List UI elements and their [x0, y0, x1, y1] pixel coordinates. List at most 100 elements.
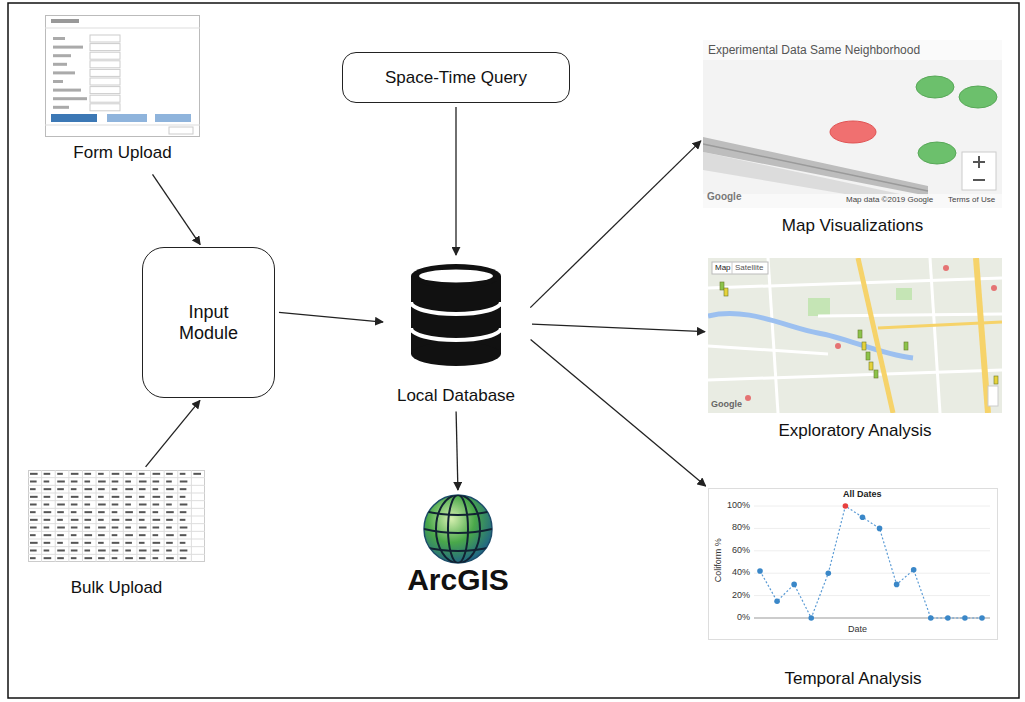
grid-line — [28, 500, 205, 501]
cell-mark — [71, 550, 78, 552]
cell-mark — [125, 488, 133, 490]
cell-mark — [153, 488, 159, 490]
cell-mark — [125, 550, 131, 552]
cell-mark — [44, 488, 52, 490]
input-field — [90, 44, 120, 51]
zoom-control — [962, 152, 996, 190]
street — [708, 370, 1002, 380]
cell-mark — [112, 557, 118, 559]
grid-line — [28, 523, 205, 524]
cell-mark — [153, 504, 160, 506]
chart-screenshot: Temporal Analysis — [708, 488, 998, 691]
figure-frame — [8, 3, 1019, 698]
attribution-strip — [703, 194, 1002, 208]
cell-mark — [166, 534, 174, 536]
grid-line — [28, 539, 205, 540]
cell-mark — [57, 504, 65, 506]
cell-mark — [71, 504, 78, 506]
poi-pin — [745, 395, 751, 401]
road-line — [703, 144, 928, 191]
cell-mark — [84, 496, 91, 498]
cell-mark — [180, 504, 188, 506]
grid-line — [754, 618, 990, 619]
logo-text: ArcGIS — [393, 563, 523, 598]
cell-mark — [153, 473, 161, 475]
cell-mark — [153, 542, 161, 544]
arrow-connector — [146, 400, 200, 467]
data-marker — [724, 288, 728, 296]
cell-mark — [139, 511, 146, 513]
grid-line — [754, 595, 990, 596]
axis-tick: 20% — [718, 590, 750, 600]
cell-mark — [98, 519, 104, 521]
input-field — [90, 95, 120, 102]
arrow-connector — [532, 324, 705, 332]
input-field — [90, 52, 120, 59]
input-field — [90, 35, 120, 42]
database-icon: Local Database — [386, 258, 526, 408]
cell-mark — [153, 519, 161, 521]
cell-mark — [112, 504, 119, 506]
cell-mark — [125, 511, 133, 513]
cell-mark — [98, 550, 106, 552]
data-point — [894, 582, 900, 588]
cell-mark — [139, 527, 147, 529]
cell-mark — [166, 557, 174, 559]
cell-mark — [112, 542, 120, 544]
cell-mark — [84, 504, 90, 506]
street — [930, 258, 940, 413]
map-type-control — [712, 262, 768, 274]
cell-mark — [71, 511, 77, 513]
main-road — [878, 322, 1002, 328]
data-marker — [862, 342, 866, 350]
poi-pin — [943, 265, 949, 271]
cell-mark — [112, 488, 118, 490]
cell-mark — [84, 557, 92, 559]
data-marker — [720, 282, 724, 290]
grid-line — [28, 477, 205, 478]
map-attribution: Map data ©2019 Google — [846, 195, 933, 204]
arrow-connector — [153, 174, 201, 244]
cell-mark — [125, 519, 132, 521]
cell-mark — [57, 534, 64, 536]
main-road — [858, 258, 893, 413]
cell-mark — [98, 534, 105, 536]
cell-mark — [125, 557, 133, 559]
marker-green — [918, 142, 956, 164]
field-label-mark — [53, 37, 65, 40]
form-panel — [46, 16, 200, 137]
cell-mark — [112, 527, 119, 529]
form-button — [169, 127, 193, 134]
data-point — [843, 503, 849, 509]
grid-line — [28, 493, 205, 494]
cell-mark — [112, 481, 119, 483]
cell-mark — [180, 527, 188, 529]
data-point — [979, 615, 985, 621]
field-label-mark — [53, 46, 83, 49]
cell-mark — [153, 534, 159, 536]
input-field — [90, 69, 120, 76]
cell-mark — [71, 557, 77, 559]
form-button — [107, 114, 147, 122]
data-point — [757, 568, 763, 574]
data-point — [826, 570, 832, 576]
cell-mark — [30, 496, 38, 498]
cell-mark — [139, 557, 146, 559]
cell-mark — [57, 511, 64, 513]
grid-line — [28, 485, 205, 486]
illustration-frame — [28, 470, 205, 562]
cell-mark — [84, 481, 90, 483]
cell-mark — [57, 542, 63, 544]
field-label-mark — [53, 54, 71, 57]
map-watermark: Google — [711, 399, 742, 409]
cell-mark — [180, 519, 186, 521]
meridian — [448, 495, 468, 563]
street — [708, 278, 1002, 288]
arrow-connector — [456, 412, 458, 490]
cell-mark — [180, 473, 186, 475]
cell-mark — [30, 481, 37, 483]
cell-mark — [139, 542, 145, 544]
caption: Temporal Analysis — [708, 669, 998, 689]
grid-line — [754, 506, 990, 507]
marker-green — [959, 86, 997, 108]
